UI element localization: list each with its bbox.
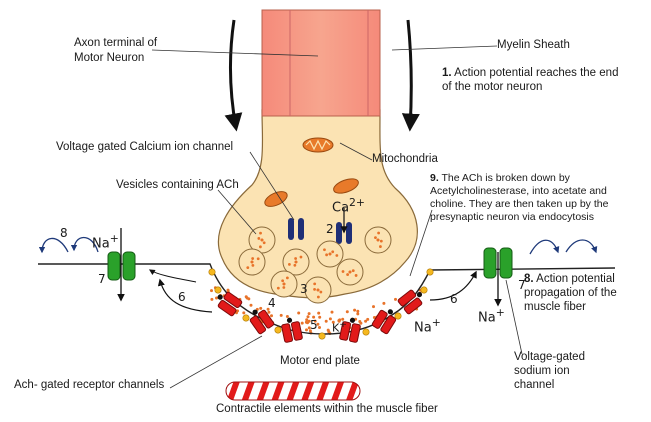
vesicle [365,227,391,253]
leader-ach-receptor [170,336,262,388]
ach-molecule [331,311,334,314]
label-step-9: 9. The ACh is broken down by Acetylcholi… [430,172,628,224]
step-number-2: 2 [326,222,334,236]
ach-bound-dot [243,315,249,321]
vesicle [317,241,343,267]
label-step-8: 8. Action potential propagation of the m… [524,272,642,314]
propagation-arrow-right [566,240,596,252]
step-9-text: The ACh is broken down by Acetylcholines… [430,172,608,223]
ion-k-charge: + [339,319,347,330]
step-number-7-left: 7 [98,272,106,286]
ion-na-text: Na [92,236,110,251]
ach-molecule [270,314,273,317]
label-sodium-channel: Voltage-gated sodium ion channel [514,350,609,392]
ion-ca: Ca2+ [332,196,365,215]
ach-molecule [394,298,397,301]
leader-myelin [392,46,497,50]
ach-molecule [359,322,362,325]
mitochondrion [303,138,333,152]
step-1-number: 1. [442,67,452,79]
ach-receptor-channel [280,316,303,343]
ach-bound-dot [319,333,325,339]
ion-ca-text: Ca [332,200,349,215]
step-number-6-left: 6 [178,290,186,304]
label-vesicles: Vesicles containing ACh [116,178,239,192]
ion-na-charge: + [432,316,441,329]
ion-na-text: Na [478,310,496,325]
step-number-5: 5 [310,318,318,332]
ach-bound-dot [395,313,401,319]
ach-molecule [301,322,304,325]
ach-bound-dot [275,327,281,333]
ach-molecule [286,315,289,318]
step-number-8-left: 8 [60,226,68,240]
step-number-7-right: 7 [518,278,526,292]
ach-molecule [325,320,328,323]
axon-shaft [262,10,380,116]
ach-bound-dot [209,269,215,275]
vesicle [239,249,265,275]
action-potential-arrow-left [230,20,236,128]
step-1-text: Action potential reaches the end of the … [442,67,618,93]
ach-molecule [305,318,308,321]
ach-molecule [242,311,245,314]
label-contractile-elements: Contractile elements within the muscle f… [216,402,438,416]
ion-na-text: Na [414,320,432,335]
ach-molecule [297,312,300,315]
ach-molecule [259,307,262,310]
vesicle [337,259,363,285]
depolarization-arrow-left [160,280,212,312]
ach-bound-dot [421,287,427,293]
ach-molecule [366,318,369,321]
vesicle [271,271,297,297]
ach-molecule [245,295,248,298]
action-potential-arrow-right [408,20,411,128]
ach-molecule [318,326,321,329]
step-9-number: 9. [430,172,439,184]
ach-molecule [356,312,359,315]
ion-ca-charge: 2+ [349,196,365,209]
ach-molecule [267,311,270,314]
label-mitochondria: Mitochondria [372,152,438,166]
ion-na-charge: + [110,232,119,245]
step-number-3: 3 [300,282,308,296]
contractile-element [226,382,360,400]
ach-molecule [215,297,218,300]
step-8-text: Action potential propagation of the musc… [524,273,617,313]
ion-na-right-lower: Na+ [478,306,505,325]
step-number-6-right: 6 [450,292,458,306]
ach-molecule [250,304,253,307]
ach-molecule [353,309,356,312]
ach-molecule [318,316,321,319]
label-step-1: 1. Action potential reaches the end of t… [442,66,627,94]
label-motor-end-plate: Motor end plate [280,354,360,368]
label-myelin-sheath: Myelin Sheath [497,38,570,52]
ion-na-cleft: Na+ [414,316,441,335]
ach-molecule [372,305,375,308]
ach-bound-dot [215,287,221,293]
propagation-arrow-left [42,238,68,252]
ach-molecule [317,312,320,315]
label-calcium-channel: Voltage gated Calcium ion channel [56,140,233,154]
ion-na-left: Na+ [92,232,119,251]
ach-molecule [356,310,359,313]
ach-molecule [210,298,213,301]
ion-k: K+ [332,318,347,336]
ach-molecule [382,302,385,305]
label-axon-terminal: Axon terminal of Motor Neuron [74,36,174,66]
propagation-arrow-right [530,240,558,254]
ach-bound-dot [363,329,369,335]
ach-molecule [346,310,349,313]
ach-molecule [280,314,283,317]
ach-molecule [305,328,308,331]
ach-molecule [308,312,311,315]
ach-molecule [210,289,213,292]
ach-release-arrow [150,270,196,282]
vesicle [305,277,331,303]
ach-bound-dot [427,269,433,275]
label-ach-receptor: Ach- gated receptor channels [14,378,164,392]
step-number-4: 4 [268,296,276,310]
ion-na-charge: + [496,306,505,319]
